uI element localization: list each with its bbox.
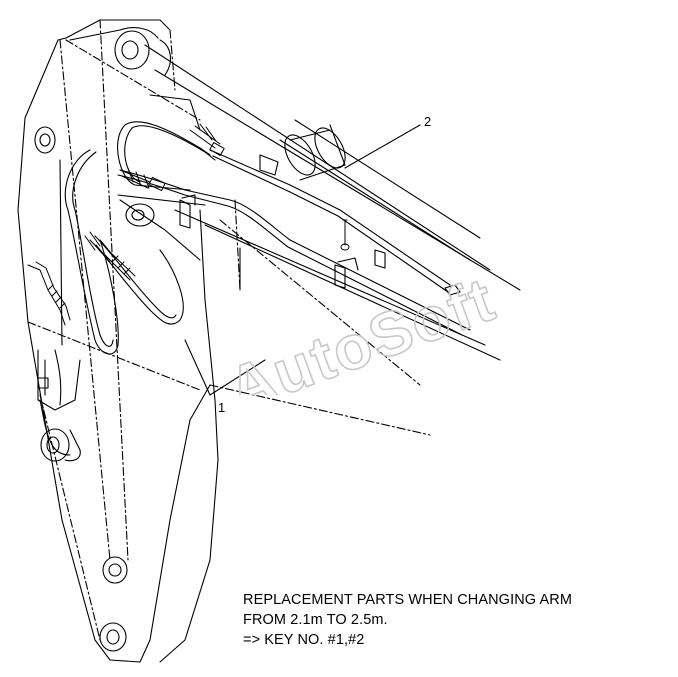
leader-lines: [184, 124, 421, 396]
note-line-1: REPLACEMENT PARTS WHEN CHANGING ARM: [243, 592, 572, 608]
autosoft-watermark: AutoSoft: [219, 265, 505, 395]
note-line-3: => KEY NO. #1,#2: [243, 632, 365, 648]
arm-cylinder: [144, 39, 521, 291]
note-line-2: FROM 2.1m TO 2.5m.: [243, 612, 388, 628]
bucket-cylinder: [37, 159, 81, 462]
lower-arm-pins: [99, 556, 128, 652]
hydraulic-pipes: [64, 121, 471, 355]
pipe-clamps: [179, 154, 461, 296]
callout-key-2: 2: [424, 114, 432, 129]
replacement-note: REPLACEMENT PARTS WHEN CHANGING ARM FROM…: [243, 590, 572, 650]
svg-text:AutoSoft: AutoSoft: [220, 265, 505, 395]
callout-key-1: 1: [218, 400, 226, 415]
boom-body: [17, 19, 501, 663]
upper-pin-boss: [34, 27, 159, 227]
